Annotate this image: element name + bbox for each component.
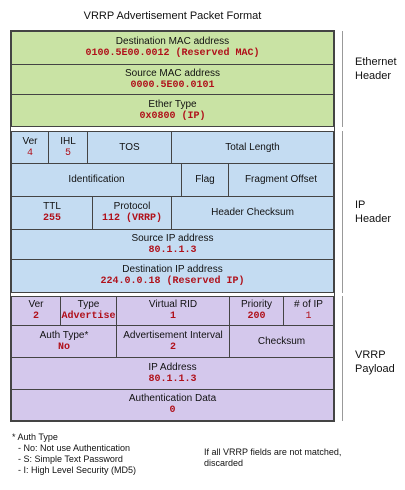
ip-total-length-field: Total Length <box>171 131 334 164</box>
vrrp-ver-label: Ver <box>28 299 44 310</box>
footnote-item: - No: Not use Authentication <box>18 443 131 453</box>
vrrp-type-field: Type Advertise <box>60 296 117 326</box>
ip-ttl-label: TTL <box>43 201 61 212</box>
eth-ether-type-field: Ether Type 0x0800 (IP) <box>11 94 334 127</box>
vrrp-adv-interval-value: 2 <box>169 341 176 353</box>
ip-header-checksum-label: Header Checksum <box>211 207 294 218</box>
ip-src-label: Source IP address <box>131 232 214 244</box>
ip-protocol-value: 112 (VRRP) <box>101 213 162 224</box>
discard-note: If all VRRP fields are not matched, disc… <box>204 447 342 468</box>
ip-protocol-field: Protocol 112 (VRRP) <box>92 196 172 230</box>
vrrp-ver-value: 2 <box>32 311 39 322</box>
vrrp-section-bracket <box>335 296 343 421</box>
ip-fragment-offset-field: Fragment Offset <box>228 163 334 197</box>
vrrp-auth-type-label: Auth Type* <box>39 329 89 341</box>
ip-ttl-value: 255 <box>42 213 61 224</box>
vrrp-auth-type-field: Auth Type* No <box>11 325 117 358</box>
vrrp-ip-address-label: IP Address <box>148 361 197 373</box>
ip-flag-field: Flag <box>181 163 229 197</box>
ip-dst-value: 224.0.0.18 (Reserved IP) <box>100 276 245 287</box>
ip-ttl-field: TTL 255 <box>11 196 93 230</box>
eth-type-label: Ether Type <box>148 98 197 110</box>
vrrp-adv-interval-label: Advertisement Interval <box>123 329 223 341</box>
vrrp-vrid-label: Virtual RID <box>148 299 198 310</box>
vrrp-num-ip-field: # of IP 1 <box>283 296 334 326</box>
ip-tos-field: TOS <box>87 131 172 164</box>
ip-src-value: 80.1.1.3 <box>148 244 197 256</box>
vrrp-auth-data-value: 0 <box>169 405 176 416</box>
ip-flag-label: Flag <box>195 174 215 185</box>
ip-protocol-label: Protocol <box>113 201 151 212</box>
ethernet-section-bracket <box>335 31 343 127</box>
eth-destination-mac-field: Destination MAC address 0100.5E00.0012 (… <box>11 31 334 65</box>
footnote-heading: * Auth Type <box>12 432 58 442</box>
footnote-item: - I: High Level Security (MD5) <box>18 465 137 475</box>
vrrp-type-value: Advertise <box>61 311 116 322</box>
vrrp-num-ip-label: # of IP <box>294 299 323 310</box>
ip-header-checksum-field: Header Checksum <box>171 196 334 230</box>
vrrp-num-ip-value: 1 <box>305 311 312 322</box>
vrrp-checksum-label: Checksum <box>257 335 306 347</box>
vrrp-advertisement-interval-field: Advertisement Interval 2 <box>116 325 230 358</box>
vrrp-ver-field: Ver 2 <box>11 296 61 326</box>
ip-ver-value: 4 <box>26 147 33 159</box>
ip-tos-label: TOS <box>119 141 140 153</box>
ip-header-label: IP Header <box>355 199 392 225</box>
eth-src-mac-label: Source MAC address <box>124 67 221 79</box>
ip-source-address-field: Source IP address 80.1.1.3 <box>11 229 334 260</box>
packet-frame <box>10 30 335 422</box>
vrrp-authentication-data-field: Authentication Data 0 <box>11 389 334 421</box>
eth-dst-mac-label: Destination MAC address <box>115 36 230 47</box>
vrrp-priority-value: 200 <box>247 311 266 322</box>
ip-fragment-offset-label: Fragment Offset <box>244 174 318 185</box>
vrrp-auth-data-label: Authentication Data <box>128 393 217 404</box>
ip-ver-field: Ver 4 <box>11 131 49 164</box>
eth-source-mac-field: Source MAC address 0000.5E00.0101 <box>11 64 334 95</box>
vrrp-vrid-value: 1 <box>169 311 176 322</box>
ip-identification-field: Identification <box>11 163 182 197</box>
vrrp-type-label: Type <box>77 299 100 310</box>
vrrp-ip-address-value: 80.1.1.3 <box>148 373 197 385</box>
eth-src-mac-value: 0000.5E00.0101 <box>130 79 215 91</box>
ip-ihl-field: IHL 5 <box>48 131 88 164</box>
diagram-title: VRRP Advertisement Packet Format <box>83 10 262 22</box>
eth-dst-mac-value: 0100.5E00.0012 (Reserved MAC) <box>85 48 260 59</box>
auth-type-footnote: * Auth Type - No: Not use Authentication… <box>12 432 202 476</box>
ip-section-bracket <box>335 131 343 293</box>
ip-ver-label: Ver <box>22 135 38 147</box>
ip-ihl-value: 5 <box>64 147 71 159</box>
ethernet-header-label: Ethernet Header <box>355 56 397 82</box>
vrrp-priority-label: Priority <box>240 299 273 310</box>
ip-total-length-label: Total Length <box>225 141 280 153</box>
eth-type-value: 0x0800 (IP) <box>139 110 206 122</box>
ip-ihl-label: IHL <box>60 135 76 147</box>
ip-identification-label: Identification <box>68 174 125 185</box>
vrrp-payload-label: VRRP Payload <box>355 349 395 375</box>
ip-destination-address-field: Destination IP address 224.0.0.18 (Reser… <box>11 259 334 293</box>
ip-dst-label: Destination IP address <box>122 264 223 275</box>
footnote-item: - S: Simple Text Password <box>18 454 123 464</box>
vrrp-ip-address-field: IP Address 80.1.1.3 <box>11 357 334 390</box>
vrrp-virtual-rid-field: Virtual RID 1 <box>116 296 230 326</box>
vrrp-auth-type-value: No <box>57 341 70 353</box>
vrrp-priority-field: Priority 200 <box>229 296 284 326</box>
vrrp-checksum-field: Checksum <box>229 325 334 358</box>
